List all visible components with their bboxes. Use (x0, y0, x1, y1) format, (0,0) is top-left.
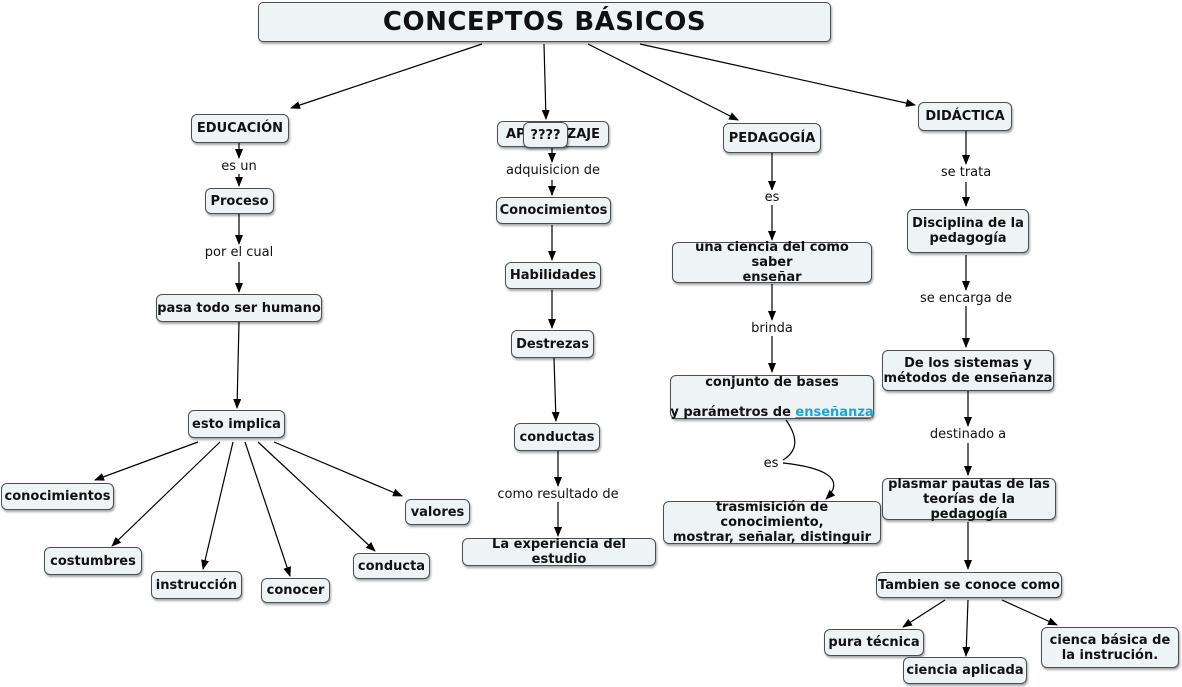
aprendizaje-text-end: ZAJE (566, 126, 600, 142)
node-ciencia-saber-ensenar[interactable]: una ciencia del como saber enseñar (672, 240, 872, 285)
edge-es-trasmision (782, 462, 836, 500)
link-es-un: es un (219, 159, 259, 174)
link-destinado-a: destinado a (927, 427, 1009, 442)
edge-implica-valores (273, 441, 403, 497)
link-como-resultado-de: como resultado de (495, 487, 621, 502)
node-disciplina[interactable]: Disciplina de la pedagogía (907, 209, 1029, 253)
edge-conjunto-es (782, 419, 796, 461)
node-valores[interactable]: valores (405, 499, 470, 525)
node-pura-tecnica[interactable]: pura técnica (824, 629, 924, 656)
node-conducta[interactable]: conducta (353, 553, 430, 579)
node-destrezas[interactable]: Destrezas (511, 330, 594, 358)
node-conjunto-bases[interactable]: conjunto de bases y parámetros de enseña… (670, 374, 874, 420)
edge-title-didactica (639, 43, 916, 107)
link-adquisicion-de: adquisicion de (503, 163, 603, 178)
edge-title-aprendizaje (541, 43, 550, 120)
edge-implica-conducta (257, 441, 376, 552)
ensenanza-link[interactable]: enseñanza (795, 404, 874, 420)
map-title[interactable]: CONCEPTOS BÁSICOS (258, 2, 831, 42)
link-se-encarga-de: se encarga de (918, 291, 1014, 306)
node-pasa-todo-ser-humano[interactable]: pasa todo ser humano (156, 294, 322, 322)
edge-tambien-aplicada (962, 599, 971, 657)
node-esto-implica[interactable]: esto implica (188, 410, 285, 438)
node-conocimientos-aprendizaje[interactable]: Conocimientos (496, 197, 611, 224)
node-habilidades[interactable]: Habilidades (505, 262, 601, 289)
edge-implica-conocer (244, 441, 291, 577)
conjunto-line1: conjunto de bases (705, 374, 839, 390)
node-conocer[interactable]: conocer (261, 578, 330, 603)
conjunto-line2: y parámetros de enseñanza (670, 390, 873, 420)
link-se-trata: se trata (938, 165, 994, 180)
link-es-trasmision: es (763, 456, 779, 471)
edge-tambien-basica (1001, 599, 1058, 626)
edge-destrezas-conductas (551, 357, 560, 422)
node-conductas[interactable]: conductas (514, 423, 600, 451)
node-conocimientos-educacion[interactable]: conocimientos (1, 483, 114, 510)
edge-implica-costumbres (111, 441, 221, 547)
link-por-el-cual: por el cual (202, 245, 276, 260)
node-sistemas-metodos[interactable]: De los sistemas y métodos de enseñanza (882, 350, 1054, 391)
node-didactica[interactable]: DIDÁCTICA (918, 102, 1012, 131)
edge-pasa-implica (233, 321, 242, 409)
edge-title-educacion (290, 43, 483, 109)
node-pedagogia[interactable]: PEDAGOGÍA (723, 123, 821, 153)
conjunto-line2-text: y parámetros de (670, 404, 796, 420)
node-ciencia-aplicada[interactable]: ciencia aplicada (903, 657, 1027, 684)
link-brinda: brinda (749, 321, 795, 336)
node-la-experiencia[interactable]: La experiencia del estudio (462, 537, 656, 567)
node-costumbres[interactable]: costumbres (44, 547, 142, 575)
node-educacion[interactable]: EDUCACIÓN (191, 114, 289, 143)
link-es-pedagogia: es (762, 190, 782, 205)
edge-tambien-pura (902, 599, 946, 628)
node-trasmision[interactable]: trasmisición de conocimiento, mostrar, s… (663, 500, 881, 545)
node-aprendizaje-overlay[interactable]: ???? (523, 122, 568, 148)
node-tambien-se-conoce[interactable]: Tambien se conoce como (876, 572, 1062, 598)
node-ciencia-basica[interactable]: cienca básica de la instrución. (1041, 627, 1179, 668)
edge-implica-instruccion (201, 441, 234, 570)
node-instruccion[interactable]: instrucción (151, 571, 242, 599)
node-proceso[interactable]: Proceso (205, 188, 274, 214)
edge-title-pedagogia (587, 43, 739, 121)
aprendizaje-text-start: AP (506, 126, 526, 142)
node-plasmar-pautas[interactable]: plasmar pautas de las teorías de la peda… (882, 477, 1056, 522)
edge-implica-conocimientos (94, 441, 199, 481)
